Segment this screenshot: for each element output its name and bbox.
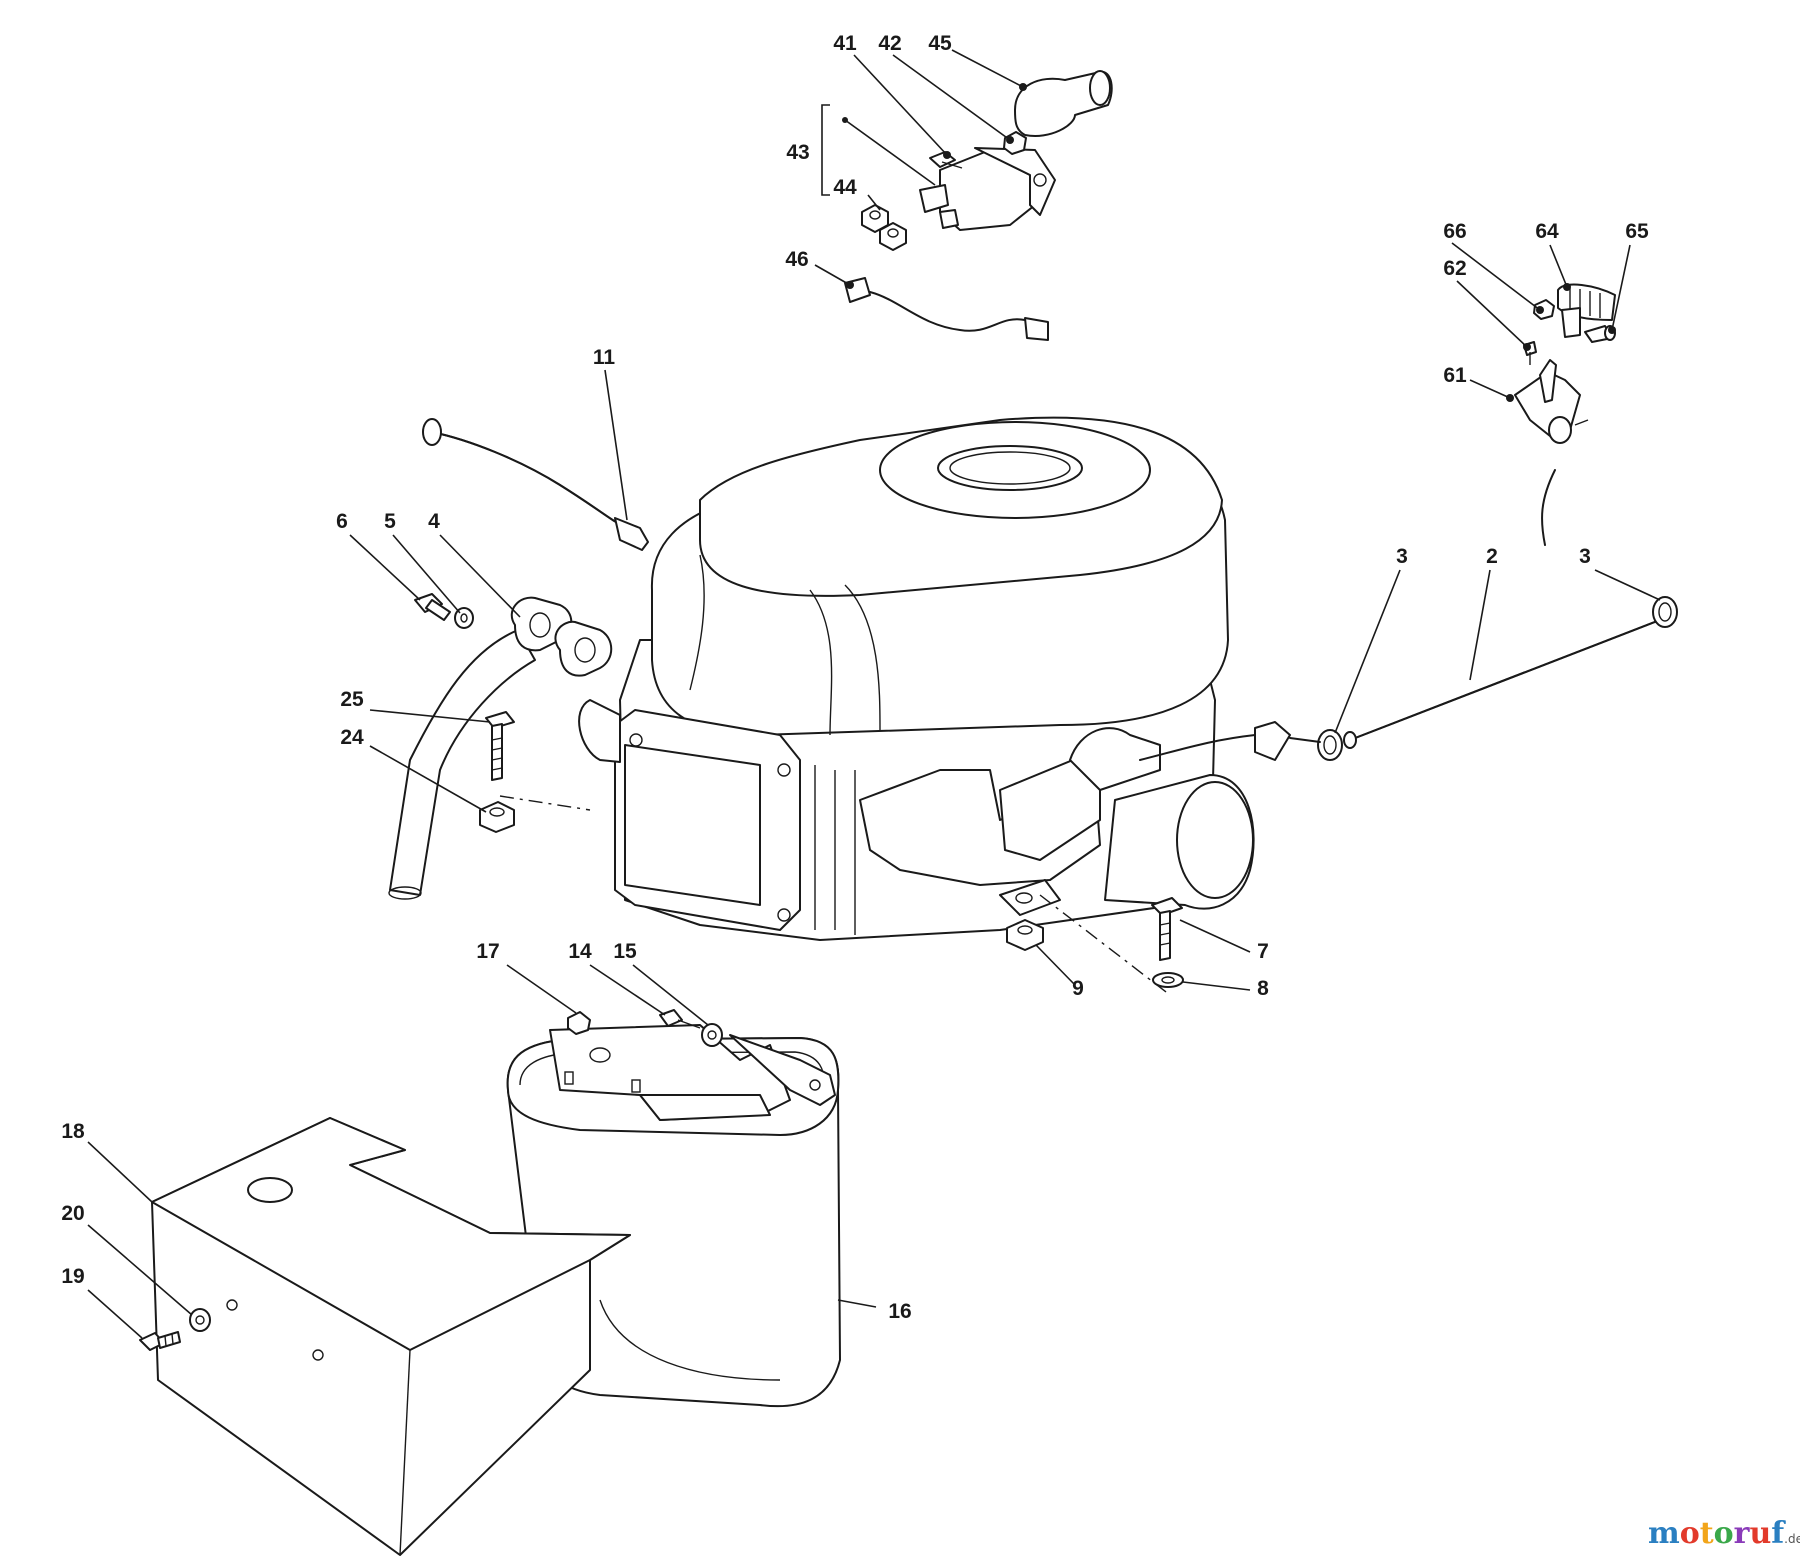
mount-line-left (499, 795, 591, 811)
heat-shield-18 (151, 1117, 631, 1556)
callout-5: 5 (384, 510, 396, 533)
washer-8 (1152, 972, 1184, 988)
wm-letter-m: m (1648, 1516, 1680, 1551)
nut-42 (1003, 131, 1027, 155)
solenoid-43 (919, 147, 1056, 231)
leader-lines (87, 49, 1661, 1339)
bolt-14 (659, 1009, 701, 1029)
nut-66 (1533, 299, 1555, 320)
callout-3-right: 3 (1579, 545, 1591, 568)
callout-18: 18 (61, 1120, 85, 1143)
callout-42: 42 (878, 32, 901, 55)
nut-17 (567, 1011, 591, 1035)
callout-labels: 41 42 45 43 44 46 66 64 65 62 61 11 6 5 … (61, 32, 1649, 1323)
callout-19: 19 (61, 1265, 84, 1288)
wm-letter-f: f (1771, 1516, 1786, 1551)
washer-20 (189, 1308, 211, 1332)
nut-24 (479, 801, 515, 833)
callout-45: 45 (928, 32, 952, 55)
callout-61: 61 (1443, 364, 1467, 387)
callout-64: 64 (1535, 220, 1559, 243)
exhaust-pipe (388, 629, 536, 900)
bolt-19 (139, 1331, 181, 1351)
callout-8: 8 (1257, 977, 1269, 1000)
fuel-tube-2 (1343, 619, 1661, 749)
wm-suffix: .de (1784, 1532, 1800, 1546)
boot-45 (1014, 70, 1113, 137)
bolt-6 (414, 593, 451, 621)
callout-14: 14 (568, 940, 592, 963)
callout-11: 11 (593, 346, 616, 369)
engine-assembly (578, 416, 1291, 941)
wm-letter-o1: o (1680, 1516, 1700, 1551)
callout-16: 16 (888, 1300, 911, 1323)
callout-17: 17 (476, 940, 499, 963)
callout-43: 43 (786, 141, 809, 164)
callout-7: 7 (1257, 940, 1269, 963)
callout-15: 15 (613, 940, 637, 963)
bolt-7 (1151, 897, 1183, 961)
fuel-hose-11 (422, 418, 649, 551)
screw-65 (1584, 325, 1616, 343)
callout-25: 25 (340, 688, 364, 711)
clamp-3-right (1652, 596, 1678, 628)
nut-9 (1006, 919, 1044, 951)
wm-letter-r: r (1734, 1516, 1751, 1551)
callout-20: 20 (61, 1202, 84, 1225)
washer-15 (701, 1023, 723, 1047)
nuts-44 (861, 204, 907, 251)
callout-62: 62 (1443, 257, 1466, 280)
callout-4: 4 (428, 510, 440, 533)
wm-letter-o2: o (1714, 1516, 1734, 1551)
callout-65: 65 (1625, 220, 1649, 243)
callout-2: 2 (1486, 545, 1498, 568)
throttle-cable (1289, 469, 1556, 743)
wm-letter-t: t (1700, 1516, 1714, 1551)
knob-64 (1557, 283, 1616, 338)
wm-letter-u: u (1749, 1516, 1771, 1551)
callout-3-left: 3 (1396, 545, 1408, 568)
mount-line-right (1039, 894, 1171, 996)
callout-24: 24 (340, 726, 364, 749)
callout-6: 6 (336, 510, 348, 533)
lever-61 (1514, 359, 1589, 444)
callout-44: 44 (833, 176, 857, 199)
callout-9: 9 (1072, 977, 1084, 1000)
wire-46 (844, 277, 1049, 341)
callout-41: 41 (833, 32, 857, 55)
watermark-logo: motoruf.de (1648, 1516, 1800, 1551)
bolt-25 (485, 711, 515, 781)
callout-66: 66 (1443, 220, 1466, 243)
gasket-flange (554, 620, 613, 677)
clamp-3-left (1317, 729, 1343, 761)
callout-46: 46 (785, 248, 808, 271)
